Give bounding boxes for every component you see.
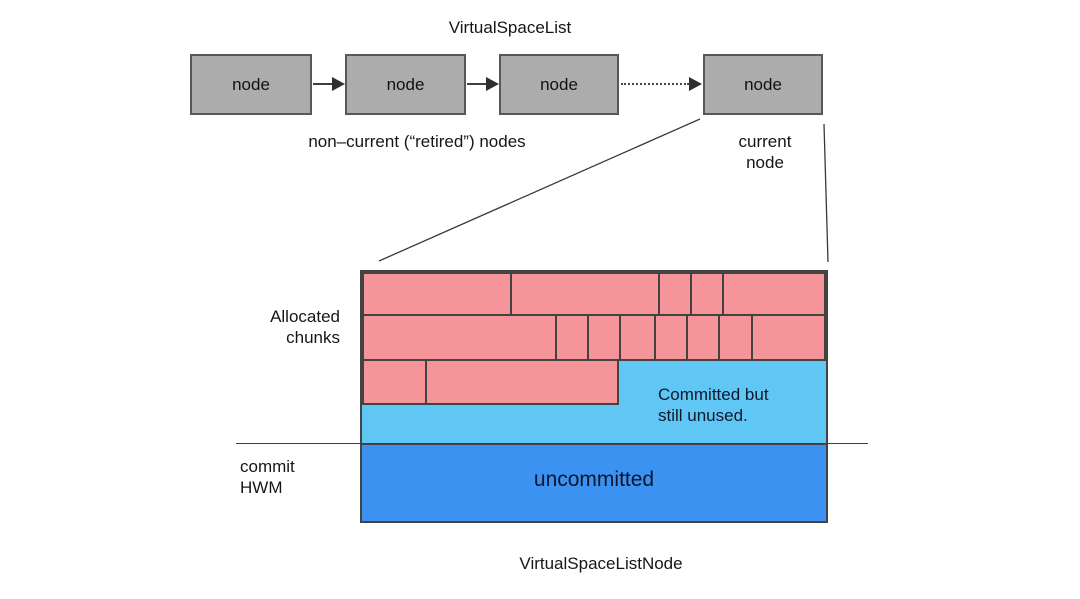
uncommitted-region (362, 443, 826, 521)
allocated-chunk (619, 314, 656, 361)
commit-hwm-label: commit HWM (240, 457, 295, 497)
right-connector-line (823, 123, 829, 263)
virtualspacelistnode-rect: Committed but still unused. uncommitted (360, 270, 828, 523)
node-box: node (703, 54, 823, 115)
allocated-chunk (555, 314, 589, 361)
allocated-chunks-label: Allocated chunks (270, 307, 340, 347)
allocated-chunk (362, 314, 557, 361)
uncommitted-label: uncommitted (533, 468, 655, 491)
commit-hwm-line (236, 443, 868, 444)
current-node-label: current node (738, 132, 792, 172)
allocated-chunk (722, 272, 826, 316)
allocated-chunk (690, 272, 724, 316)
allocated-chunk (510, 272, 660, 316)
node-label: node (232, 74, 270, 94)
node-label: node (744, 74, 782, 94)
solid-arrow-head-icon (486, 77, 499, 91)
node-box: node (345, 54, 466, 115)
virtualspacelistnode-title: VirtualSpaceListNode (519, 554, 683, 573)
node-box: node (190, 54, 312, 115)
allocated-chunk (658, 272, 692, 316)
allocated-chunk (686, 314, 720, 361)
allocated-chunk (425, 359, 619, 405)
chunk-row (362, 359, 619, 405)
node-label: node (540, 74, 578, 94)
allocated-chunk (751, 314, 826, 361)
chunk-row (362, 314, 826, 361)
allocated-chunk (362, 272, 512, 316)
virtualspacelist-title: VirtualSpaceList (448, 18, 572, 37)
allocated-chunk (654, 314, 688, 361)
dotted-arrow-head-icon (689, 77, 702, 91)
node-box: node (499, 54, 619, 115)
allocated-chunk (362, 359, 427, 405)
solid-arrow-line (467, 83, 487, 85)
solid-arrow-line (313, 83, 333, 85)
allocated-chunk (587, 314, 621, 361)
non-current-nodes-label: non–current (“retired”) nodes (308, 132, 526, 151)
committed-unused-label: Committed but still unused. (658, 385, 769, 425)
chunk-row (362, 272, 826, 316)
node-label: node (386, 74, 425, 94)
solid-arrow-head-icon (332, 77, 345, 91)
dotted-arrow-line (621, 83, 689, 85)
allocated-chunk (718, 314, 753, 361)
